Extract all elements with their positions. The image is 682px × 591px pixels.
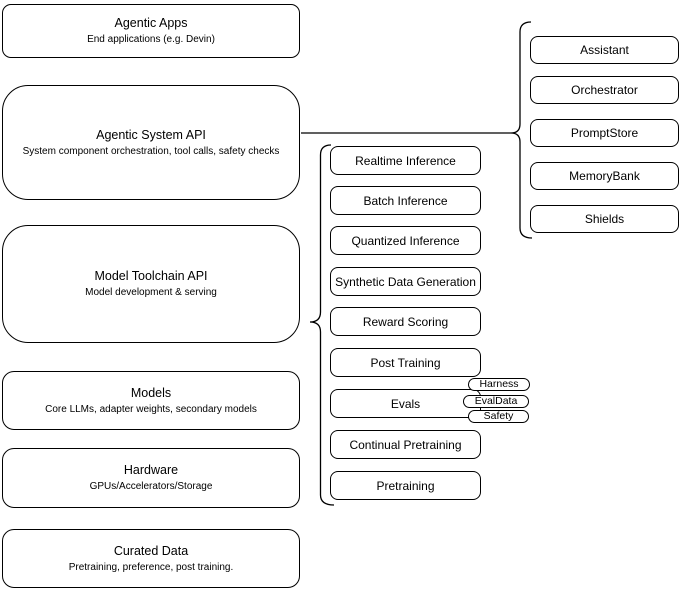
node-memorybank: MemoryBank <box>530 162 679 190</box>
node-label: PromptStore <box>570 126 639 140</box>
tag-harness: Harness <box>468 378 530 391</box>
node-pretraining: Pretraining <box>330 471 481 500</box>
node-label: Realtime Inference <box>355 153 456 168</box>
node-curated-data: Curated Data Pretraining, preference, po… <box>2 529 300 588</box>
node-post-training: Post Training <box>330 348 481 377</box>
tag-label: Harness <box>479 378 519 390</box>
node-title: Curated Data <box>113 543 189 558</box>
node-assistant: Assistant <box>530 36 679 64</box>
node-label: Batch Inference <box>363 193 448 208</box>
node-hardware: Hardware GPUs/Accelerators/Storage <box>2 448 300 508</box>
node-realtime-inference: Realtime Inference <box>330 146 481 175</box>
node-batch-inference: Batch Inference <box>330 186 481 215</box>
node-agentic-apps: Agentic Apps End applications (e.g. Devi… <box>2 4 300 58</box>
node-subtitle: GPUs/Accelerators/Storage <box>89 481 213 492</box>
node-reward-scoring: Reward Scoring <box>330 307 481 336</box>
tag-label: EvalData <box>474 395 518 407</box>
node-label: Pretraining <box>376 478 435 493</box>
node-label: Shields <box>584 212 625 226</box>
node-title: Hardware <box>123 463 179 477</box>
node-label: Quantized Inference <box>351 233 460 248</box>
node-shields: Shields <box>530 205 679 233</box>
node-subtitle: Core LLMs, adapter weights, secondary mo… <box>45 403 257 415</box>
node-title: Models <box>130 385 172 400</box>
tag-label: Safety <box>483 410 514 422</box>
node-subtitle: Pretraining, preference, post training. <box>68 561 234 573</box>
node-title: Agentic System API <box>96 127 206 142</box>
node-title: Model Toolchain API <box>94 269 208 283</box>
node-continual-pretraining: Continual Pretraining <box>330 430 481 459</box>
node-quantized-inference: Quantized Inference <box>330 226 481 255</box>
node-label: Orchestrator <box>571 83 638 97</box>
node-label: Assistant <box>580 43 629 57</box>
tag-safety: Safety <box>468 410 529 423</box>
tag-evaldata: EvalData <box>463 395 529 408</box>
node-orchestrator: Orchestrator <box>530 76 679 104</box>
node-label: Evals <box>390 396 421 411</box>
node-subtitle: System component orchestration, tool cal… <box>22 145 280 157</box>
system-stack-brace <box>510 21 533 239</box>
node-synthetic-data-generation: Synthetic Data Generation <box>330 267 481 296</box>
node-label: Continual Pretraining <box>349 437 462 452</box>
node-agentic-system-api: Agentic System API System component orch… <box>2 85 300 200</box>
node-subtitle: End applications (e.g. Devin) <box>87 34 215 45</box>
toolchain-stack-brace <box>309 144 335 506</box>
node-label: MemoryBank <box>569 169 640 183</box>
node-subtitle: Model development & serving <box>85 287 217 298</box>
node-model-toolchain-api: Model Toolchain API Model development & … <box>2 225 300 343</box>
node-label: Reward Scoring <box>362 314 449 329</box>
node-label: Synthetic Data Generation <box>335 274 476 289</box>
node-models: Models Core LLMs, adapter weights, secon… <box>2 371 300 430</box>
node-title: Agentic Apps <box>114 16 188 30</box>
node-evals: Evals <box>330 389 481 418</box>
node-label: Post Training <box>370 355 441 370</box>
node-promptstore: PromptStore <box>530 119 679 147</box>
